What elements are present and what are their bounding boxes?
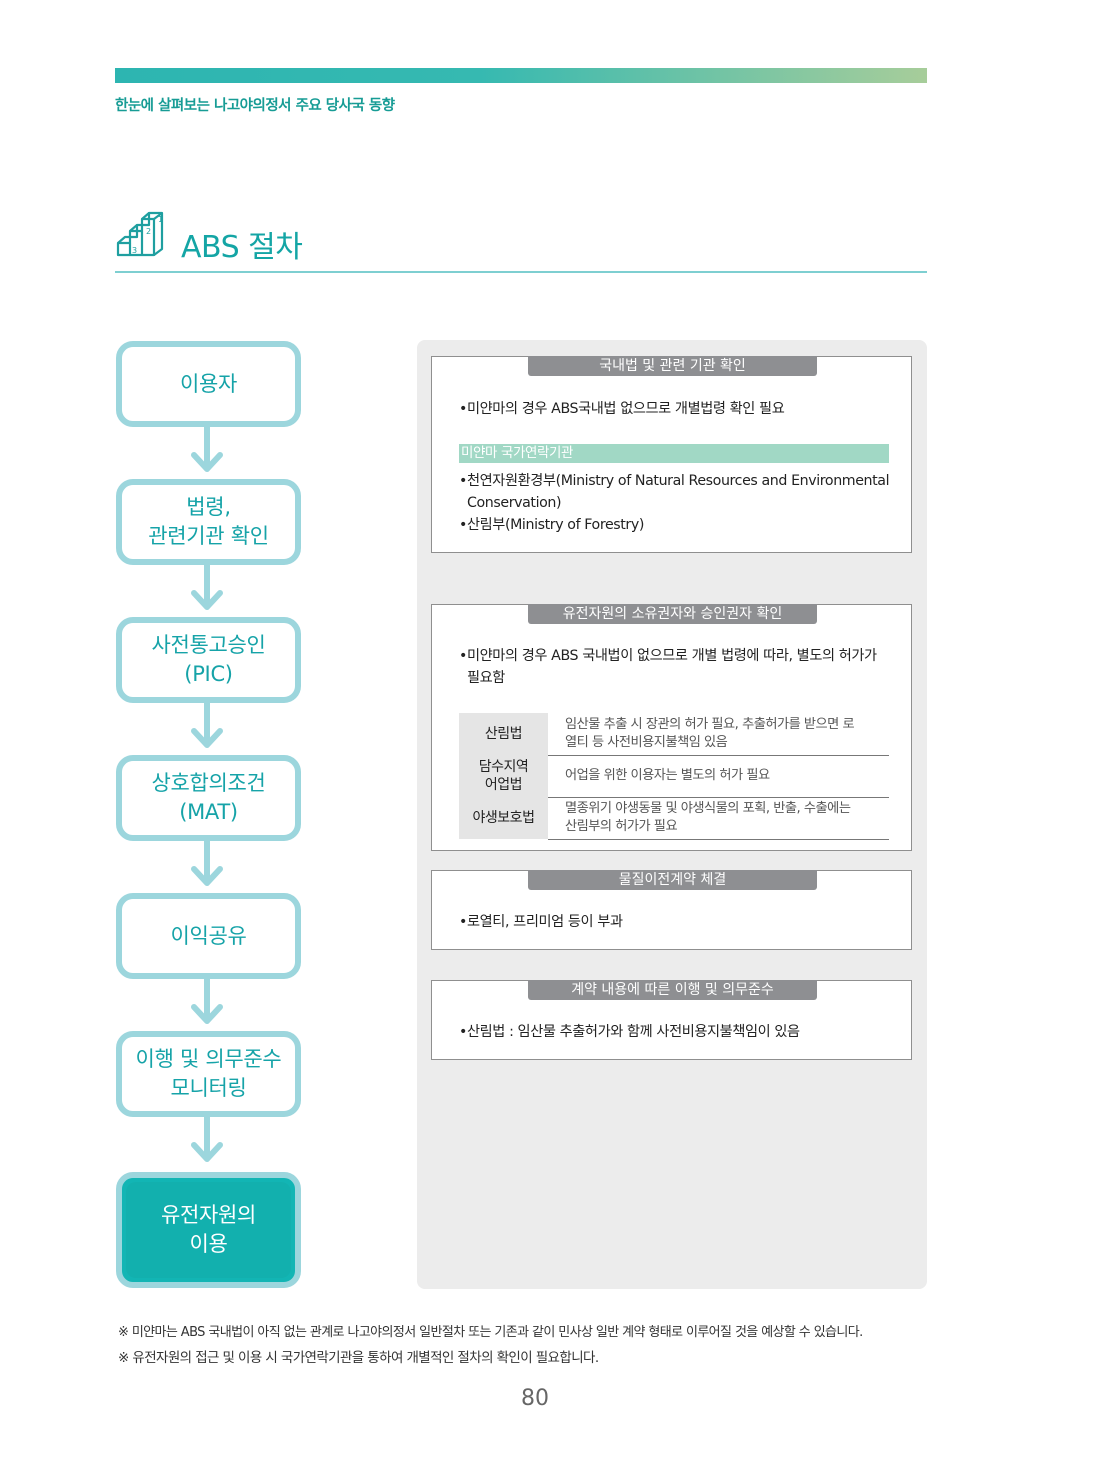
bullet-item: • 천연자원환경부(Ministry of Natural Resources … [459, 470, 899, 514]
bullet-text: 산림부(Ministry of Forestry) [467, 517, 644, 533]
bullet-text: 천연자원환경부(Ministry of Natural Resources an… [467, 473, 890, 489]
footnote: ※ 미얀마는 ABS 국내법이 아직 없는 관계로 나고야의정서 일반절차 또는… [118, 1325, 863, 1340]
title-divider [115, 271, 927, 273]
box-tag: 물질이전계약 체결 [528, 870, 817, 890]
table-row: 야생보호법 멸종위기 야생동물 및 야생식물의 포획, 반출, 수출에는 산림부… [459, 797, 889, 840]
section-title: ABS 절차 [181, 230, 303, 265]
section-heading: 1 2 3 ABS 절차 [115, 205, 927, 265]
box-owner-approver-check: 유전자원의 소유권자와 승인권자 확인 • 미얀마의 경우 ABS 국내법이 없… [431, 604, 912, 851]
bullet-dot: • [459, 914, 467, 930]
header-color-bar [115, 68, 927, 83]
green-label-bar: 미얀마 국가연락기관 [459, 444, 889, 463]
page-number: 80 [521, 1386, 549, 1411]
law-table: 산림법 임산물 추출 시 장관의 허가 필요, 추출허가를 받으면 로 열티 등… [459, 713, 889, 840]
law-name: 산림법 [459, 713, 548, 755]
bullet-item: • 로열티, 프리미엄 등이 부과 [459, 911, 623, 933]
law-description: 어업을 위한 이용자는 별도의 허가 필요 [548, 755, 889, 798]
flow-step-genetic-resource-use: 유전자원의 이용 [116, 1172, 301, 1288]
table-row: 담수지역 어업법 어업을 위한 이용자는 별도의 허가 필요 [459, 755, 889, 798]
down-arrow-icon [191, 1115, 223, 1162]
box-tag: 계약 내용에 따른 이행 및 의무준수 [528, 980, 817, 1000]
bullet-item: • 산림법 : 임산물 추출허가와 함께 사전비용지불책임이 있음 [459, 1021, 800, 1043]
law-name: 야생보호법 [459, 797, 548, 839]
bullet-item: • 미얀마의 경우 ABS 국내법이 없으므로 개별 법령에 따라, 별도의 허… [459, 645, 899, 689]
box-law-agency-check: 국내법 및 관련 기관 확인 • 미얀마의 경우 ABS국내법 없으므로 개별법… [431, 356, 912, 553]
box-tag: 유전자원의 소유권자와 승인권자 확인 [528, 604, 817, 624]
flow-step-pic: 사전통고승인 (PIC) [116, 617, 301, 703]
box-tag: 국내법 및 관련 기관 확인 [528, 356, 817, 376]
law-name: 담수지역 어업법 [459, 755, 548, 797]
law-description: 임산물 추출 시 장관의 허가 필요, 추출허가를 받으면 로 열티 등 사전비… [548, 713, 889, 756]
flow-step-label: 유전자원의 이용 [160, 1203, 257, 1256]
flow-step-label: 이용자 [179, 371, 238, 396]
law-description: 멸종위기 야생동물 및 야생식물의 포획, 반출, 수출에는 산림부의 허가가 … [548, 797, 889, 840]
bullet-text-continued: 필요함 [467, 670, 505, 686]
flow-step-label: 상호합의조건 (MAT) [151, 771, 266, 824]
bullet-item: • 미얀마의 경우 ABS국내법 없으므로 개별법령 확인 필요 [459, 398, 785, 420]
flow-step-user: 이용자 [116, 341, 301, 427]
bullet-text: 미얀마의 경우 ABS 국내법이 없으므로 개별 법령에 따라, 별도의 허가가 [467, 648, 877, 664]
footnote: ※ 유전자원의 접근 및 이용 시 국가연락기관을 통하여 개별적인 절차의 확… [118, 1350, 599, 1366]
down-arrow-icon [191, 977, 223, 1024]
bullet-dot: • [459, 517, 467, 533]
bullet-dot: • [459, 401, 467, 417]
flow-step-label: 이행 및 의무준수 모니터링 [135, 1047, 282, 1100]
bullet-text: 산림법 : 임산물 추출허가와 함께 사전비용지불책임이 있음 [467, 1024, 800, 1040]
bullet-dot: • [459, 1024, 467, 1040]
header-subtitle: 한눈에 살펴보는 나고야의정서 주요 당사국 동향 [115, 98, 395, 114]
bullet-text-continued: Conservation) [467, 495, 562, 511]
stairs-number-3: 3 [132, 246, 137, 255]
flow-step-law-check: 법령, 관련기관 확인 [116, 479, 301, 565]
table-row: 산림법 임산물 추출 시 장관의 허가 필요, 추출허가를 받으면 로 열티 등… [459, 713, 889, 756]
bullet-dot: • [459, 473, 467, 489]
box-compliance: 계약 내용에 따른 이행 및 의무준수 • 산림법 : 임산물 추출허가와 함께… [431, 980, 912, 1060]
bullet-text: 미얀마의 경우 ABS국내법 없으므로 개별법령 확인 필요 [467, 401, 785, 417]
flow-step-label: 법령, 관련기관 확인 [148, 495, 269, 548]
bullet-text: 로열티, 프리미엄 등이 부과 [467, 914, 623, 930]
bullet-item: • 산림부(Ministry of Forestry) [459, 514, 644, 536]
flow-step-label: 이익공유 [170, 923, 247, 948]
stairs-icon: 1 2 3 [116, 208, 168, 264]
box-mta: 물질이전계약 체결 • 로열티, 프리미엄 등이 부과 [431, 870, 912, 950]
flow-step-benefit-sharing: 이익공유 [116, 893, 301, 979]
flow-step-compliance-monitoring: 이행 및 의무준수 모니터링 [116, 1031, 301, 1117]
down-arrow-icon [191, 701, 223, 748]
bullet-dot: • [459, 648, 467, 664]
stairs-number-1: 1 [158, 215, 163, 224]
down-arrow-icon [191, 425, 223, 472]
flow-step-label: 사전통고승인 (PIC) [151, 633, 266, 686]
stairs-number-2: 2 [146, 227, 151, 236]
flow-step-mat: 상호합의조건 (MAT) [116, 755, 301, 841]
down-arrow-icon [191, 563, 223, 610]
down-arrow-icon [191, 839, 223, 886]
